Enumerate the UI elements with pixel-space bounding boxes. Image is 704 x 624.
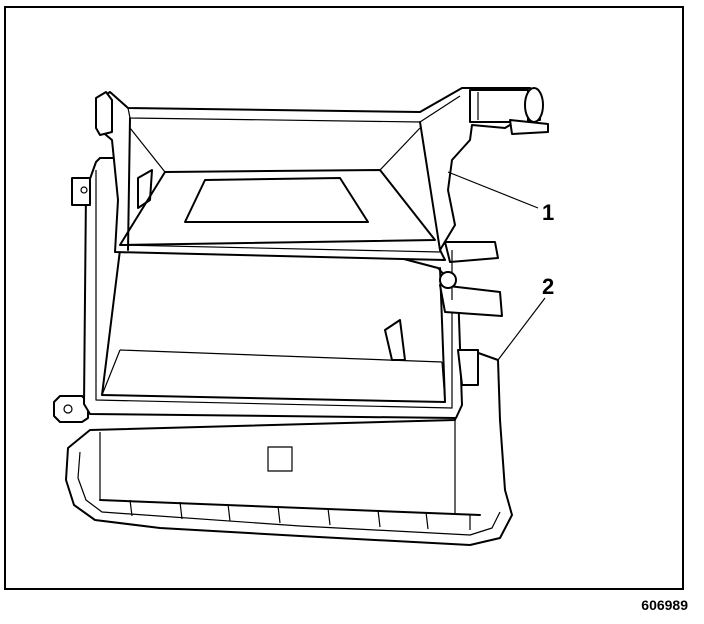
lower-housing-part-2: [53, 349, 513, 546]
upper-cover-part-1: [95, 87, 549, 317]
figure-frame: [4, 6, 684, 590]
figure-number: 606989: [641, 597, 688, 613]
leader-line-2: [497, 297, 546, 361]
callout-label-1: 1: [542, 200, 554, 225]
leader-line-1: [447, 171, 539, 209]
callout-label-2: 2: [542, 274, 554, 299]
